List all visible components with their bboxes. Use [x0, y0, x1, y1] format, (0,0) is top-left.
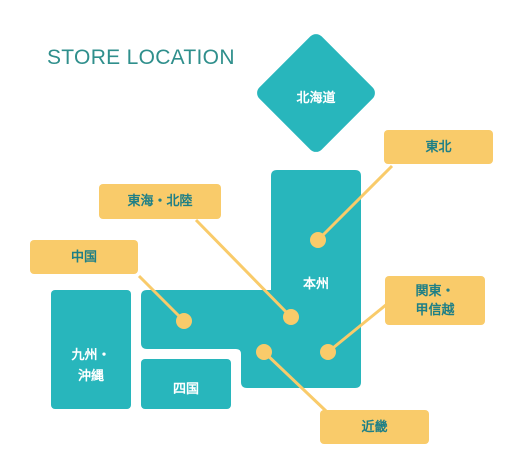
tag-kanto-line1: 関東・	[415, 283, 455, 299]
dot-kanto	[320, 344, 336, 360]
tag-tohoku[interactable]: 東北	[384, 130, 493, 164]
region-hokkaido-shape[interactable]	[254, 31, 378, 155]
dot-tokai-hokuriku	[283, 309, 299, 325]
dot-chugoku	[176, 313, 192, 329]
region-label-kyushu: 九州・ 沖縄	[51, 345, 131, 387]
page-title: STORE LOCATION	[47, 46, 235, 69]
connector-chugoku	[137, 274, 186, 323]
tag-kanto-koshinetsu[interactable]: 関東・ 甲信越	[385, 276, 485, 325]
connector-tokai-hokuriku	[194, 218, 293, 319]
tag-kanto-line2: 甲信越	[415, 302, 455, 318]
tag-chugoku[interactable]: 中国	[30, 240, 138, 274]
tag-tokai-hokuriku[interactable]: 東海・北陸	[99, 184, 221, 219]
region-label-shikoku: 四国	[172, 382, 199, 397]
region-label-kyushu-line1: 九州・	[71, 348, 111, 363]
region-label-kyushu-line2: 沖縄	[77, 369, 104, 384]
connector-kinki	[262, 350, 328, 413]
region-label-hokkaido: 北海道	[296, 91, 336, 106]
region-honshu-shape[interactable]	[141, 170, 361, 388]
connector-kanto	[327, 298, 393, 354]
dot-kinki	[256, 344, 272, 360]
connector-tohoku	[316, 164, 394, 242]
region-label-honshu: 本州	[302, 277, 329, 292]
region-kyushu-shape[interactable]	[51, 290, 131, 409]
region-shikoku-shape[interactable]	[141, 359, 231, 409]
tag-kinki[interactable]: 近畿	[320, 410, 429, 444]
dot-tohoku	[310, 232, 326, 248]
